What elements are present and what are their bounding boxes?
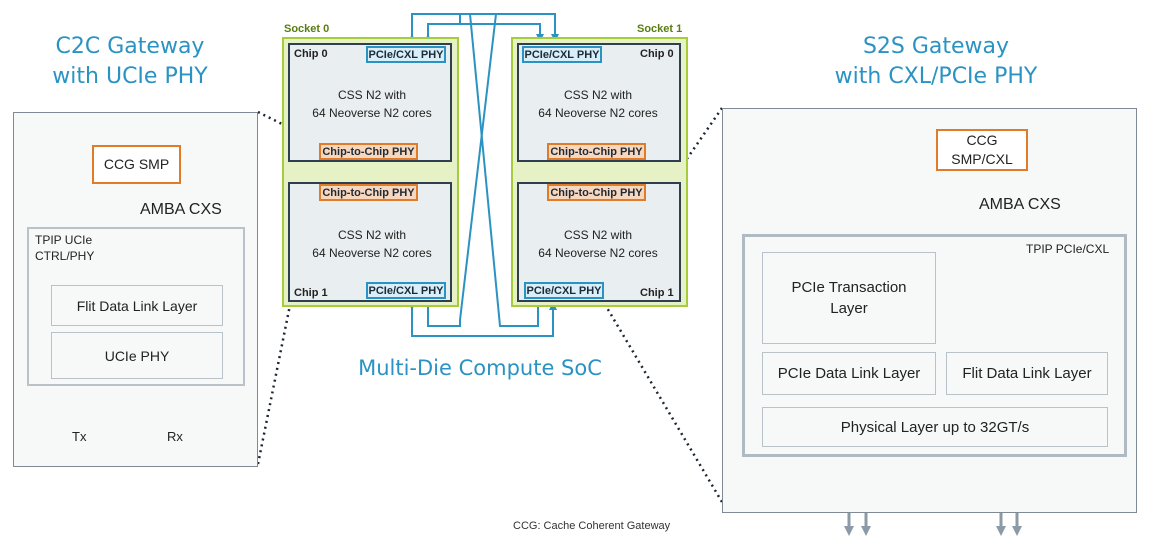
socket1-chip1-desc-line2: 64 Neoverse N2 cores	[538, 246, 658, 260]
socket1-chip0-pcie-phy: PCIe/CXL PHY	[522, 46, 602, 63]
socket-link-bottom	[408, 302, 557, 337]
physical-layer: Physical Layer up to 32GT/s	[762, 407, 1108, 447]
amba-cxs-label-left: AMBA CXS	[140, 201, 222, 218]
tpip-ucie-label-line2: CTRL/PHY	[35, 249, 95, 263]
socket-1-label: Socket 1	[637, 23, 683, 35]
socket0-chip0-desc: CSS N2 with 64 Neoverse N2 cores	[292, 86, 452, 122]
ccg-smp-cxl-line2: SMP/CXL	[951, 151, 1013, 167]
flit-data-link-layer-right: Flit Data Link Layer	[946, 352, 1108, 395]
socket1-chip1-c2c-phy: Chip-to-Chip PHY	[547, 184, 646, 201]
tpip-ucie-label-line1: TPIP UCIe	[35, 233, 93, 247]
right-title: S2S Gateway with CXL/PCIe PHY	[816, 32, 1056, 92]
socket0-chip0-c2c-phy: Chip-to-Chip PHY	[319, 143, 418, 160]
ccg-smp-cxl-line1: CCG	[966, 132, 998, 148]
tpip-pcie-cxl-label: TPIP PCIe/CXL	[1026, 242, 1110, 256]
socket0-chip1-desc-line2: 64 Neoverse N2 cores	[312, 246, 432, 260]
ccg-smp-cxl-box: CCG SMP/CXL	[936, 129, 1028, 171]
socket1-chip1-desc: CSS N2 with 64 Neoverse N2 cores	[518, 226, 678, 262]
right-title-line2: with CXL/PCIe PHY	[834, 64, 1038, 89]
socket1-chip1-label: Chip 1	[640, 287, 674, 299]
socket0-chip1-desc: CSS N2 with 64 Neoverse N2 cores	[292, 226, 452, 262]
socket1-chip0-label: Chip 0	[640, 48, 674, 60]
rx-label: Rx	[167, 429, 183, 444]
socket0-chip0-desc-line1: CSS N2 with	[337, 88, 407, 102]
tpip-pcie-cxl-box	[742, 234, 1127, 457]
socket1-chip0-c2c-phy: Chip-to-Chip PHY	[547, 143, 646, 160]
socket-link-top	[408, 13, 559, 42]
ccg-smp-box: CCG SMP	[92, 145, 181, 184]
socket0-chip0-pcie-phy: PCIe/CXL PHY	[366, 46, 446, 63]
socket-0-label: Socket 0	[284, 23, 330, 35]
pcie-transaction-layer: PCIe Transaction Layer	[762, 252, 936, 344]
socket0-chip1-pcie-phy: PCIe/CXL PHY	[366, 282, 446, 299]
socket1-chip0-desc-line1: CSS N2 with	[563, 88, 633, 102]
socket0-chip1-label: Chip 1	[294, 287, 328, 299]
center-title: Multi-Die Compute SoC	[358, 356, 602, 380]
ucie-phy-layer: UCIe PHY	[51, 332, 223, 379]
tpip-ucie-box	[27, 227, 245, 386]
pcie-data-link-layer: PCIe Data Link Layer	[762, 352, 936, 395]
pcie-transaction-line1: PCIe Transaction	[791, 279, 907, 296]
socket1-chip0-desc: CSS N2 with 64 Neoverse N2 cores	[518, 86, 678, 122]
right-title-line1: S2S Gateway	[862, 34, 1010, 59]
left-title-line1: C2C Gateway	[55, 34, 205, 59]
socket0-chip1-desc-line1: CSS N2 with	[337, 228, 407, 242]
socket0-chip1-c2c-phy: Chip-to-Chip PHY	[319, 184, 418, 201]
tpip-ucie-label: TPIP UCIe CTRL/PHY	[35, 232, 94, 264]
footnote: CCG: Cache Coherent Gateway	[513, 520, 671, 532]
socket1-chip1-desc-line1: CSS N2 with	[563, 228, 633, 242]
socket0-chip0-desc-line2: 64 Neoverse N2 cores	[312, 106, 432, 120]
amba-cxs-label-right: AMBA CXS	[979, 196, 1061, 213]
tx-label: Tx	[72, 429, 87, 444]
socket1-chip0-desc-line2: 64 Neoverse N2 cores	[538, 106, 658, 120]
left-title-line2: with UCIe PHY	[52, 64, 208, 89]
socket1-chip1-pcie-phy: PCIe/CXL PHY	[524, 282, 604, 299]
flit-data-link-layer-left: Flit Data Link Layer	[51, 285, 223, 326]
socket0-chip0-label: Chip 0	[294, 48, 328, 60]
left-title: C2C Gateway with UCIe PHY	[20, 32, 240, 92]
pcie-transaction-line2: Layer	[830, 300, 868, 317]
